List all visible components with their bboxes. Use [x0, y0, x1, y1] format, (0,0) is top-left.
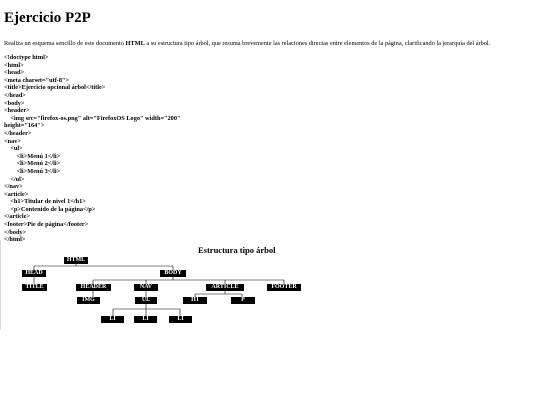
code-line: <p>Contenido de la página</p>: [4, 205, 96, 213]
code-line: <li>Menú 1</li>: [4, 152, 61, 160]
tree-node-body: BODY: [160, 270, 186, 277]
code-line: <meta charset="utf-8">: [4, 76, 70, 84]
code-line: <nav>: [4, 137, 21, 145]
code-line: <head>: [4, 69, 25, 77]
tree-diagram-frame: [0, 240, 311, 330]
tree-node-nav: NAV: [134, 284, 158, 291]
tree-node-header: HEADER: [76, 284, 111, 291]
code-line: <!doctype html>: [4, 54, 49, 61]
code-line: </ul>: [4, 175, 25, 183]
code-line: </head>: [4, 91, 26, 99]
tree-node-li: LI: [134, 316, 157, 323]
code-line: </nav>: [4, 183, 23, 191]
code-line: <img src="firefox-os.png" alt="FirefoxOS…: [4, 114, 181, 122]
tree-node-ul: UL: [135, 297, 157, 304]
code-line: <title>Ejercicio opcional árbol</title>: [4, 84, 106, 92]
page-title: Ejercicio P2P: [4, 10, 91, 26]
code-line: <body>: [4, 99, 25, 107]
code-line: <li>Menú 3</li>: [4, 167, 61, 175]
intro-paragraph: Realiza un esquema sencillo de este docu…: [4, 40, 536, 48]
tree-node-img: IMG: [77, 297, 100, 304]
tree-node-li: LI: [101, 316, 124, 323]
tree-node-h1: H1: [183, 297, 207, 304]
code-line: </body>: [4, 228, 27, 236]
code-line: <h1>Titular de nivel 1</h1>: [4, 198, 86, 206]
code-line: </html>: [4, 236, 26, 244]
code-line: <html>: [4, 61, 24, 69]
tree-node-li: LI: [169, 316, 192, 323]
html-code-listing: <!doctype html> <html> <head> <meta char…: [4, 54, 536, 244]
tree-title: Estructura tipo árbol: [198, 245, 276, 255]
intro-text-bold: HTML: [125, 40, 145, 47]
tree-node-p: P: [231, 297, 255, 304]
intro-text-after: a su estructura tipo árbol, que resuma b…: [144, 40, 491, 47]
code-line: <article>: [4, 190, 29, 198]
tree-node-html: HTML: [64, 257, 88, 264]
code-line: height="164">: [4, 122, 45, 130]
document-page: Ejercicio P2P Realiza un esquema sencill…: [4, 0, 536, 244]
tree-node-footer: FOOTER: [267, 284, 301, 291]
code-line: <li>Menú 2</li>: [4, 160, 61, 168]
code-line: <header>: [4, 107, 30, 115]
code-line: </article>: [4, 213, 31, 221]
intro-text-before: Realiza un esquema sencillo de este docu…: [4, 40, 126, 47]
tree-node-head: HEAD: [22, 270, 46, 277]
tree-node-article: ARTICLE: [206, 284, 244, 291]
code-line: <ul>: [4, 145, 23, 153]
code-line: <footer>Pie de página</footer>: [4, 221, 89, 229]
tree-node-title: TITLE: [22, 284, 47, 291]
code-line: </header>: [4, 129, 32, 137]
